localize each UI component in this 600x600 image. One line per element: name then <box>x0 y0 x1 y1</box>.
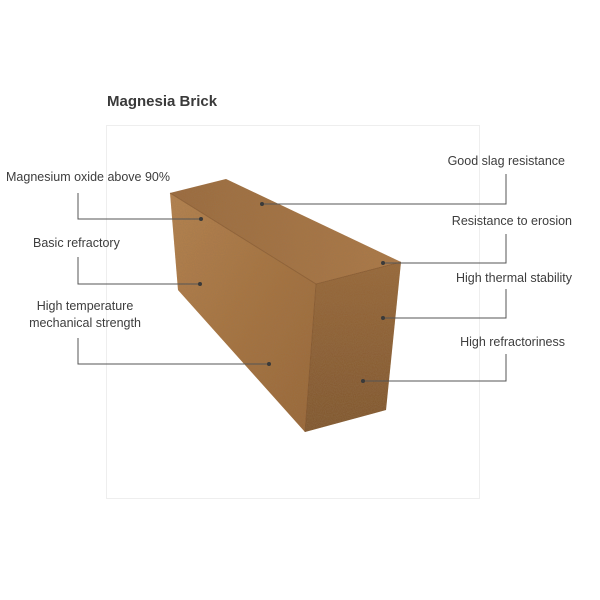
marker-dot <box>361 379 365 383</box>
leader-high-temperature <box>77 338 269 365</box>
brick-top-face <box>170 179 401 284</box>
leader-magnesium-oxide <box>77 193 201 220</box>
leader-erosion <box>383 234 507 264</box>
label-good-slag: Good slag resistance <box>447 154 565 168</box>
brick-side-face <box>305 262 401 432</box>
marker-dot <box>267 362 271 366</box>
marker-dot <box>198 282 202 286</box>
marker-dot <box>381 261 385 265</box>
brick-edge <box>315 261 402 285</box>
leader-thermal-stability <box>383 289 507 319</box>
marker-dot <box>199 217 203 221</box>
label-erosion: Resistance to erosion <box>451 214 572 228</box>
label-magnesium-oxide: Magnesium oxide above 90% <box>6 170 170 184</box>
marker-dot <box>381 316 385 320</box>
label-high-temperature-line1: High temperature <box>36 299 134 313</box>
brick-front-face <box>170 193 316 432</box>
label-high-temperature-line2: mechanical strength <box>29 316 141 330</box>
label-thermal-stability: High thermal stability <box>455 271 572 285</box>
leader-good-slag <box>262 174 507 205</box>
leader-refractoriness <box>363 354 507 382</box>
label-high-temperature: High temperature mechanical strength <box>22 298 148 332</box>
label-refractoriness: High refractoriness <box>460 335 565 349</box>
marker-dot <box>260 202 264 206</box>
label-basic-refractory: Basic refractory <box>33 236 120 250</box>
leader-basic-refractory <box>77 257 200 285</box>
diagram-title: Magnesia Brick <box>107 93 218 110</box>
